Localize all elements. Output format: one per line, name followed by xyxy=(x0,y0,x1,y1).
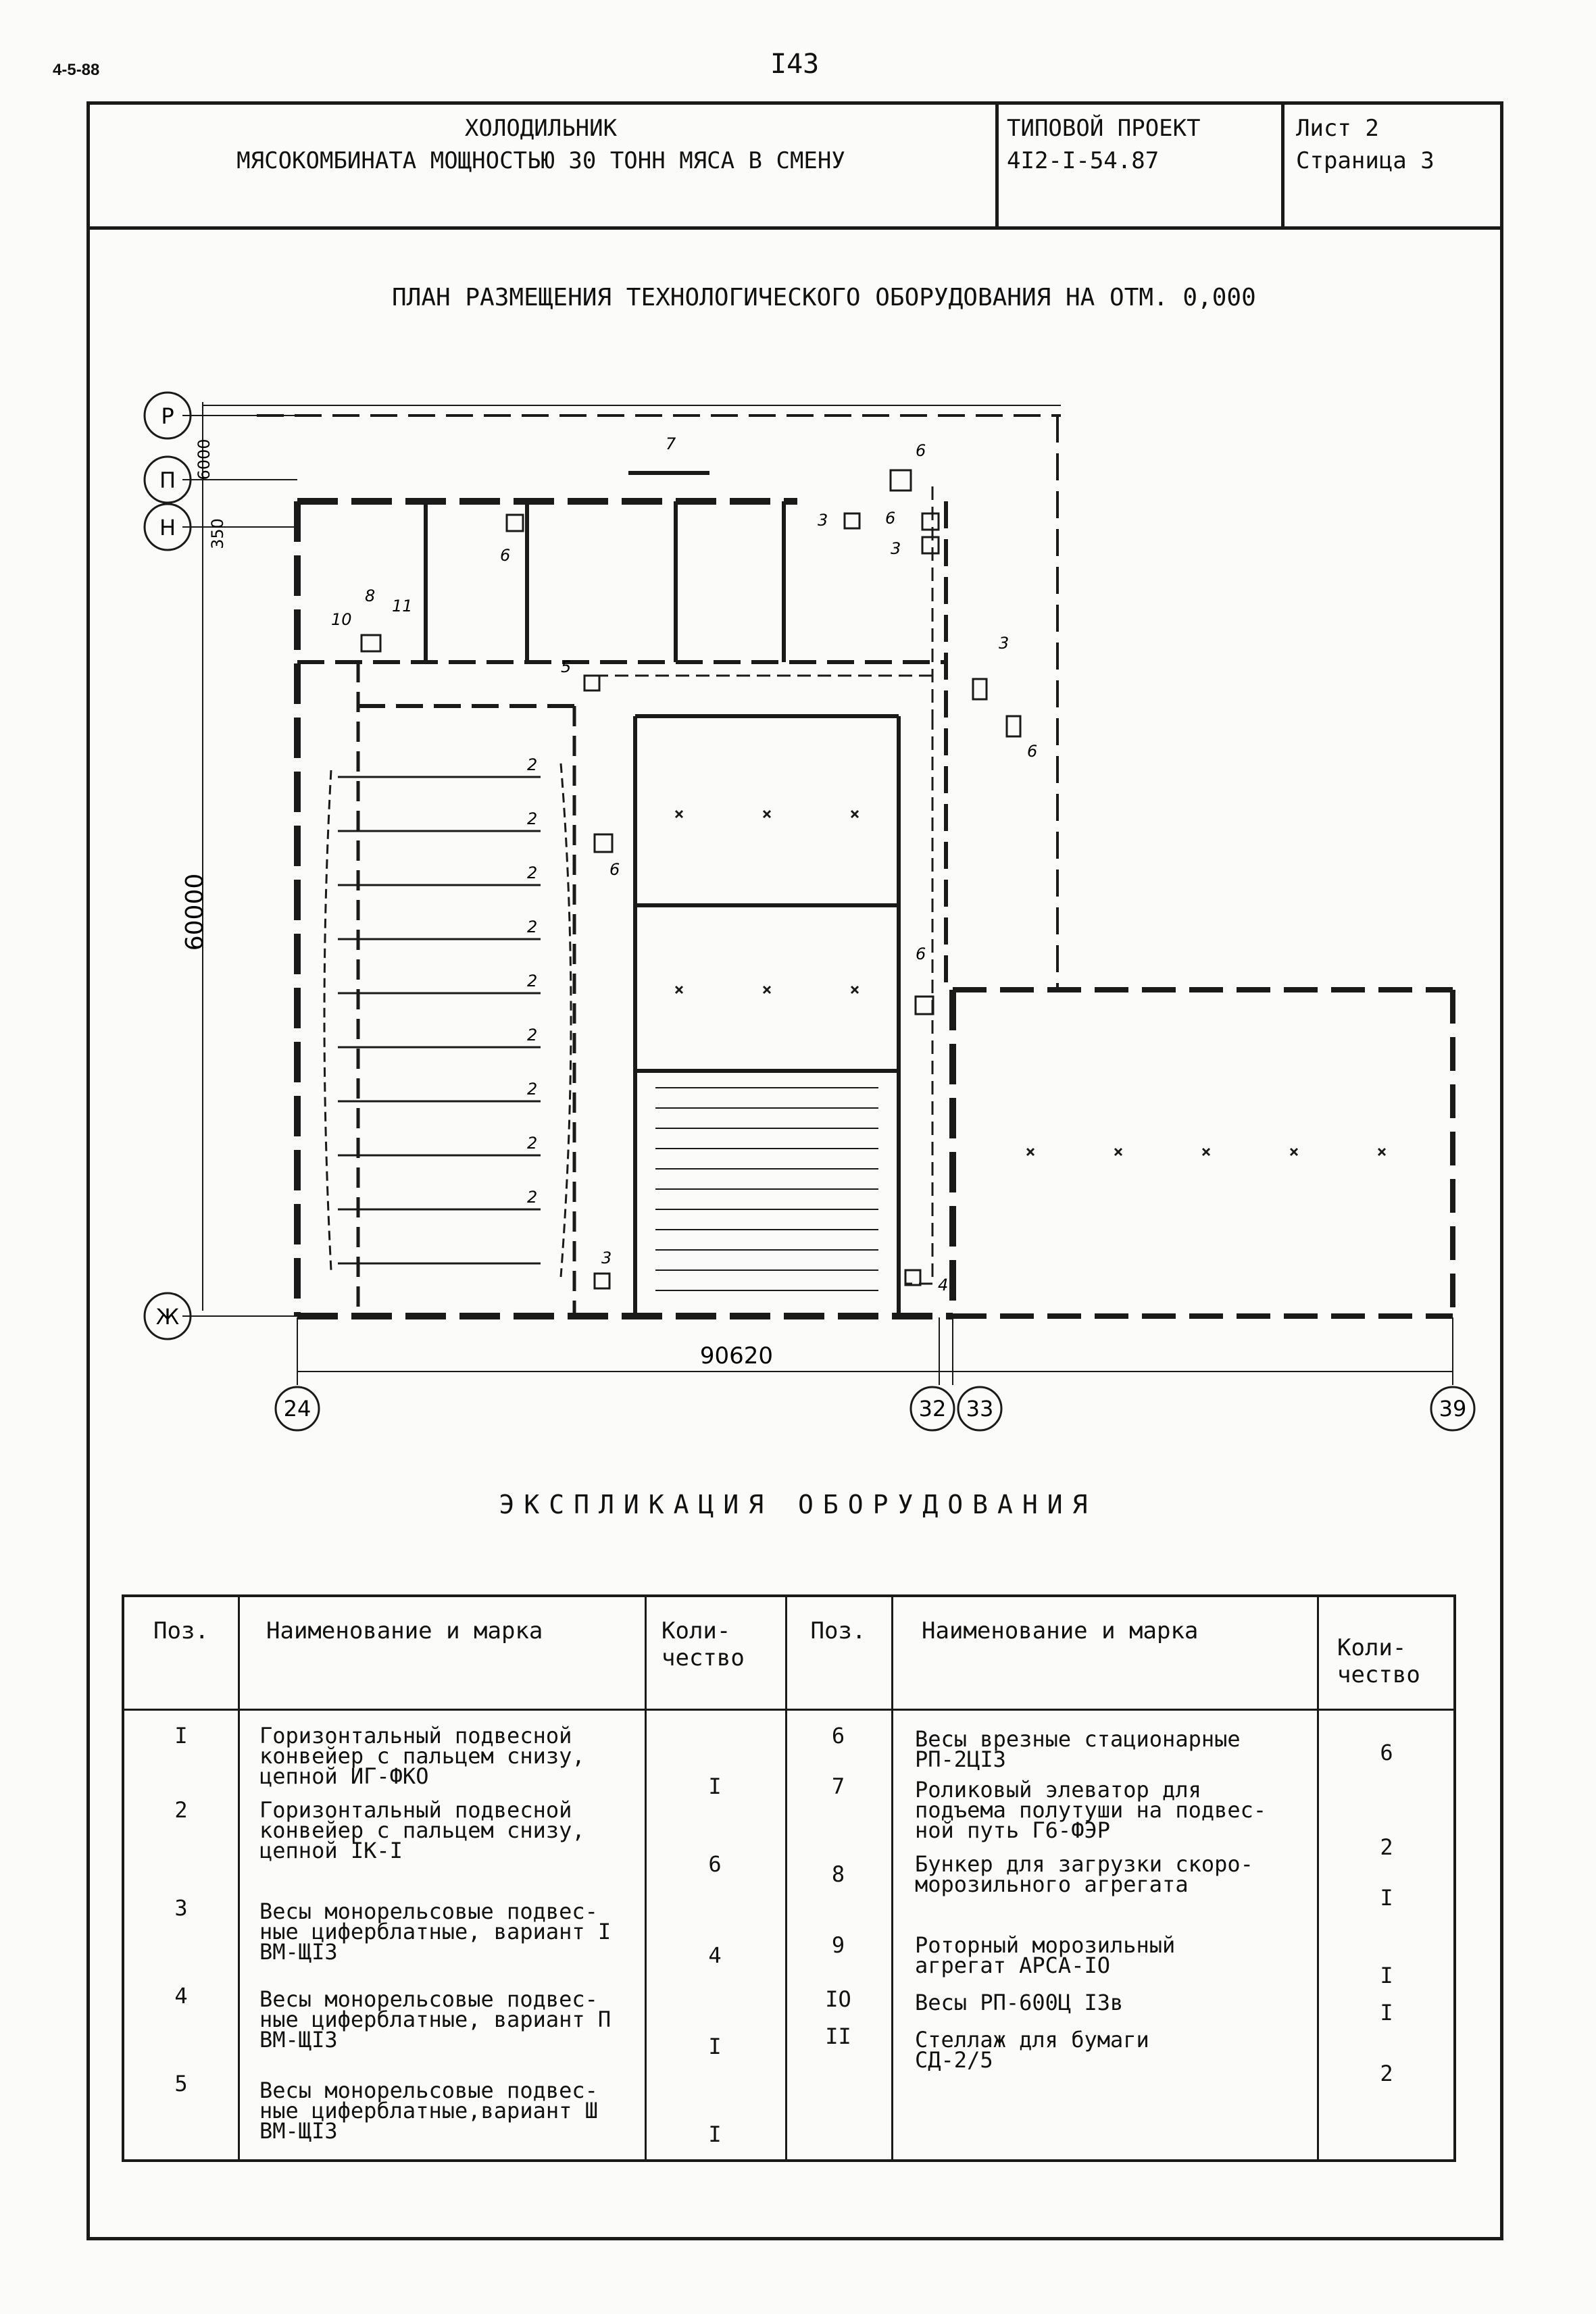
dimension-6000: 6000 xyxy=(195,438,214,480)
row-pos: 6 xyxy=(831,1723,845,1749)
pos-mark: 2 xyxy=(527,1080,537,1099)
object-title-line2: МЯСОКОМБИНАТА МОЩНОСТЬЮ 30 ТОНН МЯСА В С… xyxy=(236,147,845,174)
row-qty: I xyxy=(1380,2000,1393,2026)
pos-mark: 2 xyxy=(527,809,537,828)
row-pos: 9 xyxy=(831,1932,845,1958)
pos-mark: 6 xyxy=(916,945,926,963)
position-marks: 7 6 3 6 3 6 8 11 10 5 3 6 6 6 3 4 2 2 2 … xyxy=(331,434,1037,1294)
row-qty: I xyxy=(708,1774,722,1799)
pos-mark: 7 xyxy=(666,434,676,453)
axis-label: П xyxy=(159,468,176,493)
row-name: Весы монорельсовые подвес- ные циферблат… xyxy=(259,1986,612,2053)
row-pos: 2 xyxy=(174,1797,188,1823)
pos-mark: 6 xyxy=(916,441,926,460)
axis-label: 32 xyxy=(919,1396,947,1422)
row-name: Весы РП-600Ц I3в xyxy=(915,1990,1124,2015)
explication-title: ЭКСПЛИКАЦИЯ ОБОРУДОВАНИЯ xyxy=(499,1490,1097,1519)
axis-label: 33 xyxy=(966,1396,994,1422)
header-qty-right: Коли- чество xyxy=(1337,1634,1420,1688)
floor-plan-drawing: Р П Н Ж 24 32 33 39 90620 60000 6000 350… xyxy=(143,391,1476,1432)
project-number: 4I2-I-54.87 xyxy=(1007,147,1159,174)
project-label: ТИПОВОЙ ПРОЕКТ xyxy=(1007,115,1201,142)
row-name: Роликовый элеватор для подъема полутуши … xyxy=(915,1777,1267,1843)
row-qty: I xyxy=(1380,1885,1393,1911)
object-title-line1: ХОЛОДИЛЬНИК xyxy=(464,115,618,142)
pos-mark: 10 xyxy=(331,610,352,629)
row-qty: 4 xyxy=(708,1942,722,1968)
row-pos: I xyxy=(174,1723,188,1749)
row-name: Горизонтальный подвесной конвейер с паль… xyxy=(259,1797,585,1863)
row-qty: 6 xyxy=(708,1851,722,1877)
header-qty-left: Коли- чество xyxy=(662,1617,745,1671)
pos-mark: 2 xyxy=(527,917,537,936)
axis-row-labels: Р П Н Ж xyxy=(143,391,192,1340)
axis-label: Ж xyxy=(156,1304,179,1330)
sheet-label: Лист 2 xyxy=(1296,115,1379,142)
header-name-left: Наименование и марка xyxy=(266,1617,543,1644)
row-qty: I xyxy=(708,2121,722,2147)
axis-label: Р xyxy=(161,403,174,429)
row-pos: 5 xyxy=(174,2071,188,2096)
pos-mark: 11 xyxy=(392,597,413,615)
row-pos: 7 xyxy=(831,1774,845,1799)
row-qty: 2 xyxy=(1380,2061,1393,2086)
dimension-height: 60000 xyxy=(181,874,209,951)
document-code: 4-5-88 xyxy=(53,61,100,79)
pos-mark: 2 xyxy=(527,1026,537,1045)
pos-mark: 2 xyxy=(527,972,537,990)
row-name: Стеллаж для бумаги СД-2/5 xyxy=(915,2027,1149,2073)
row-qty: 2 xyxy=(1380,1834,1393,1860)
pos-mark: 2 xyxy=(527,863,537,882)
axis-label: 24 xyxy=(284,1396,311,1422)
row-qty: 6 xyxy=(1380,1740,1393,1765)
row-name: Бункер для загрузки скоро- морозильного … xyxy=(915,1851,1253,1897)
row-name: Роторный морозильный агрегат АРСА-IO xyxy=(915,1932,1176,1978)
pos-mark: 8 xyxy=(365,586,375,605)
row-pos: IO xyxy=(825,1986,851,2012)
row-name: Весы монорельсовые подвес- ные циферблат… xyxy=(259,2078,598,2144)
equipment-table: Поз. Наименование и марка Коли- чество П… xyxy=(122,1594,1456,2162)
pos-mark: 2 xyxy=(527,1134,537,1153)
row-pos: 8 xyxy=(831,1861,845,1887)
row-qty: I xyxy=(1380,1963,1393,1988)
pos-mark: 5 xyxy=(561,657,571,676)
pos-mark: 4 xyxy=(938,1276,948,1294)
pos-mark: 3 xyxy=(601,1249,612,1267)
row-name: Горизонтальный подвесной конвейер с паль… xyxy=(259,1723,585,1789)
dimension-350: 350 xyxy=(208,518,227,549)
pos-mark: 6 xyxy=(885,509,895,528)
axis-label: Н xyxy=(159,515,176,540)
row-qty: I xyxy=(708,2034,722,2059)
pos-mark: 2 xyxy=(527,1188,537,1207)
row-pos: 3 xyxy=(174,1895,188,1921)
plan-title: ПЛАН РАЗМЕЩЕНИЯ ТЕХНОЛОГИЧЕСКОГО ОБОРУДО… xyxy=(392,284,1256,311)
pos-mark: 3 xyxy=(999,634,1009,653)
header-name-right: Наименование и марка xyxy=(922,1617,1199,1644)
axis-column-labels: 24 32 33 39 xyxy=(274,1386,1476,1432)
page-label: Страница 3 xyxy=(1296,147,1435,174)
row-pos: 4 xyxy=(174,1983,188,2009)
pos-mark: 6 xyxy=(1027,742,1037,761)
header-pos-right: Поз. xyxy=(810,1617,866,1644)
axis-label: 39 xyxy=(1439,1396,1467,1422)
page-number: I43 xyxy=(770,49,820,80)
pos-mark: 6 xyxy=(500,546,510,565)
pos-mark: 6 xyxy=(609,860,620,879)
page-frame xyxy=(86,101,1503,2240)
title-block: ХОЛОДИЛЬНИК МЯСОКОМБИНАТА МОЩНОСТЬЮ 30 Т… xyxy=(86,101,1503,230)
row-name: Весы врезные стационарные РП-2ЦI3 xyxy=(915,1726,1241,1772)
pos-mark: 2 xyxy=(527,755,537,774)
pos-mark: 3 xyxy=(818,511,828,530)
header-pos-left: Поз. xyxy=(153,1617,209,1644)
dimension-width: 90620 xyxy=(700,1342,773,1369)
pos-mark: 3 xyxy=(891,539,901,558)
row-pos: II xyxy=(825,2023,851,2049)
row-name: Весы монорельсовые подвес- ные циферблат… xyxy=(259,1898,612,1965)
